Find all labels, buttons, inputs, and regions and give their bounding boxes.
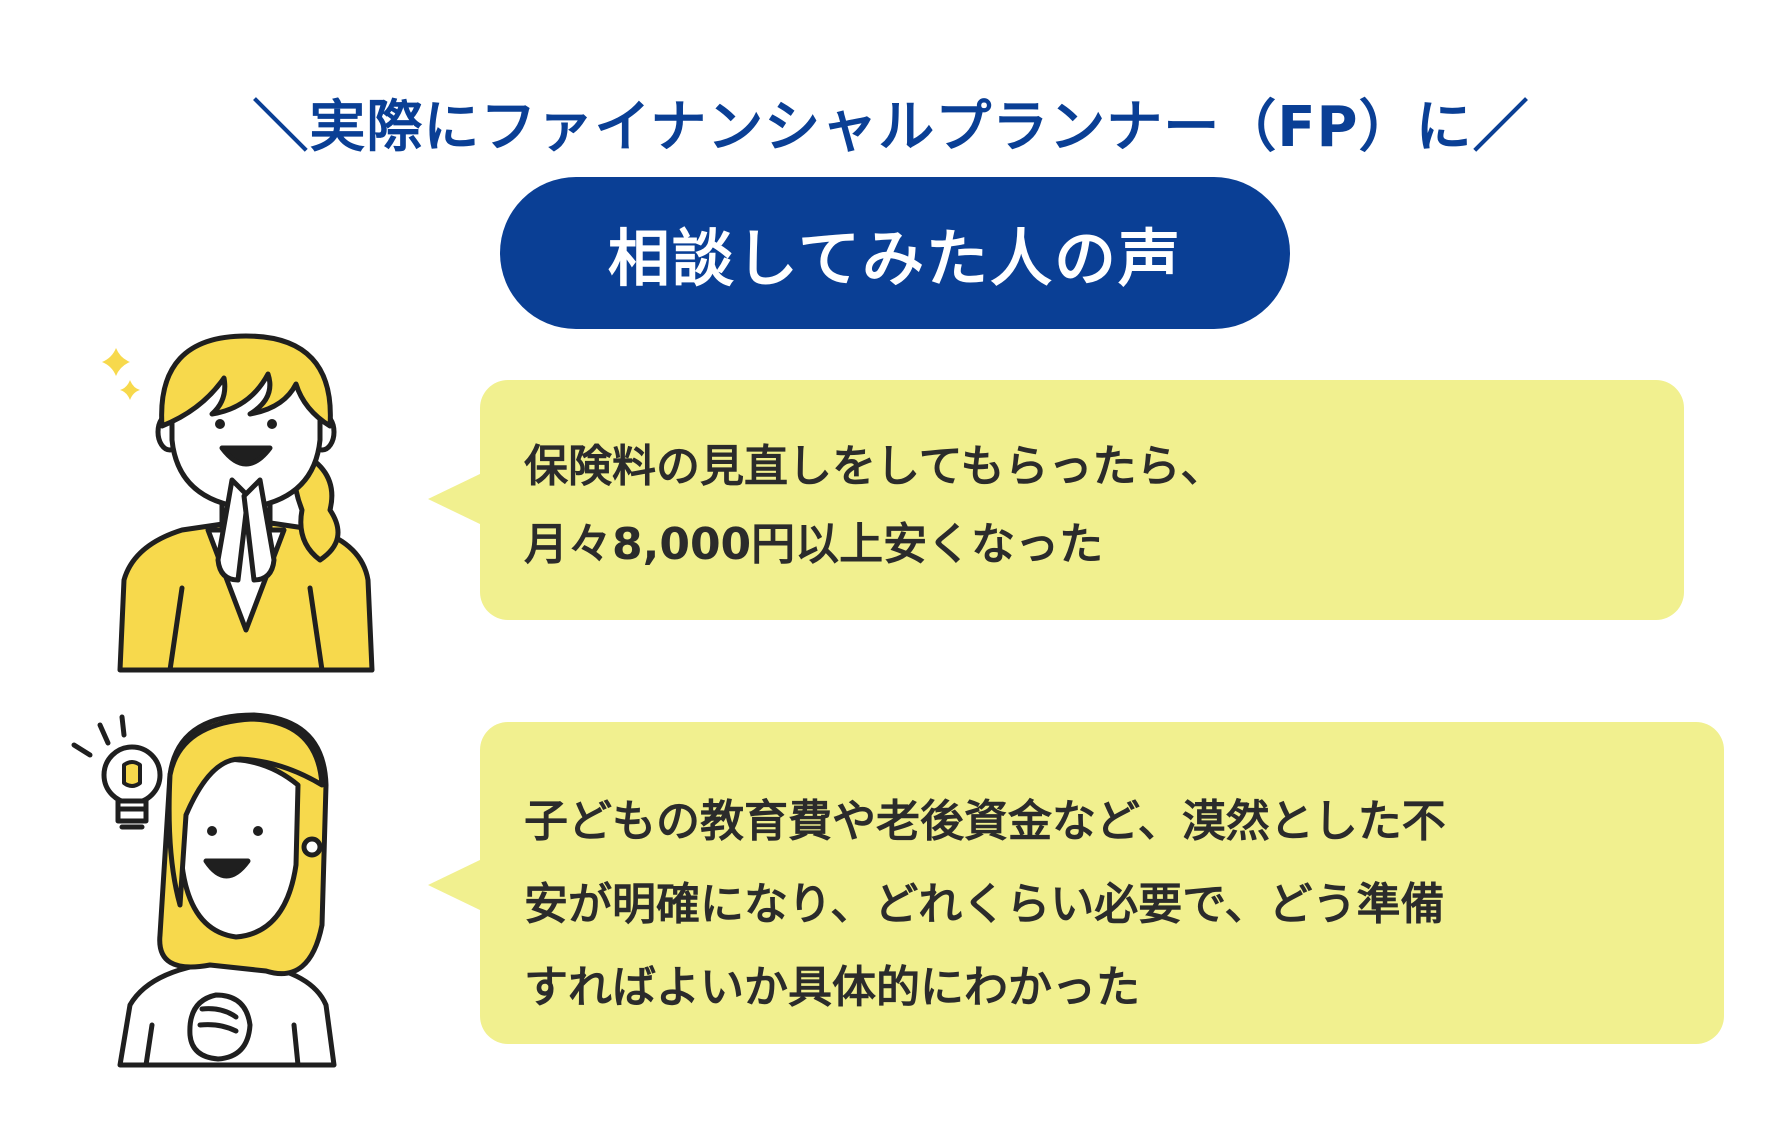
testimonial-bubble-1: 保険料の見直しをしてもらったら、 月々8,000円以上安くなった xyxy=(428,380,1684,620)
speech-tail xyxy=(428,859,482,911)
headline: ＼実際にファイナンシャルプランナー（FP）に／ xyxy=(252,95,1530,160)
page-title: 相談してみた人の声 xyxy=(607,222,1183,295)
testimonial-bubble-2: 子どもの教育費や老後資金など、漠然とした不 安が明確になり、どれくらい必要で、ど… xyxy=(428,722,1724,1044)
testimonial-line: 保険料の見直しをしてもらったら、 xyxy=(524,441,1225,492)
testimonial-line: 月々8,000円以上安くなった xyxy=(524,519,1104,570)
testimonial-line: 子どもの教育費や老後資金など、漠然とした不 xyxy=(524,796,1446,847)
testimonial-line: すればよいか具体的にわかった xyxy=(524,962,1140,1013)
woman-lightbulb-icon xyxy=(71,712,337,1068)
speech-tail xyxy=(428,473,482,525)
happy-woman-sparkle-icon xyxy=(102,333,375,673)
testimonial-line: 安が明確になり、どれくらい必要で、どう準備 xyxy=(524,879,1445,930)
title-pill: 相談してみた人の声 xyxy=(500,177,1290,329)
